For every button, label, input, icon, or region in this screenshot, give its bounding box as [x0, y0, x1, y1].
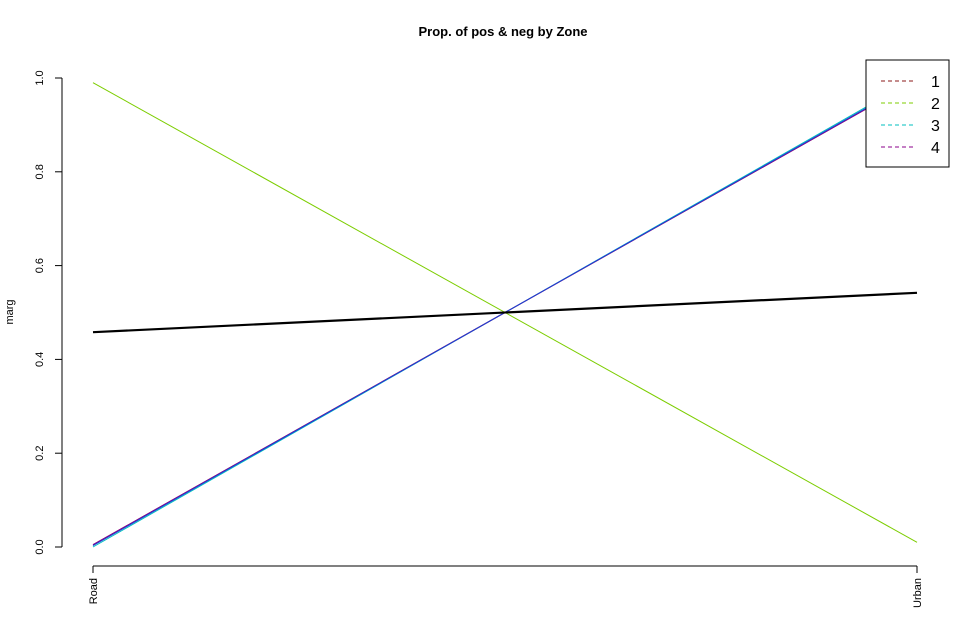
y-axis-label: marg: [4, 299, 16, 324]
y-tick-label: 0.6: [34, 258, 46, 273]
legend-box: [865, 59, 950, 168]
legend-items: 1 2 3 4: [881, 74, 940, 157]
y-tick-label: 0.0: [34, 539, 46, 554]
y-tick-label: 0.2: [34, 446, 46, 461]
plot-lines: [92, 77, 918, 548]
legend-label-3: 3: [931, 118, 940, 135]
y-tick-label: 1.0: [34, 70, 46, 85]
y-axis-ticks: 0.0 0.2 0.4 0.6 0.8 1.0: [34, 70, 62, 555]
y-tick-label: 0.8: [34, 164, 46, 179]
legend-label-2: 2: [931, 96, 940, 113]
x-tick-label: Road: [88, 578, 100, 604]
legend-label-1: 1: [931, 74, 940, 91]
x-tick-label: Urban: [912, 578, 924, 608]
legend-label-4: 4: [931, 140, 940, 157]
extra-line-2: [92, 291, 918, 334]
x-axis-ticks: Road Urban: [88, 566, 924, 608]
legend: 1 2 3 4: [865, 59, 950, 168]
y-tick-label: 0.4: [34, 352, 46, 367]
chart-title: Prop. of pos & neg by Zone: [419, 24, 588, 39]
